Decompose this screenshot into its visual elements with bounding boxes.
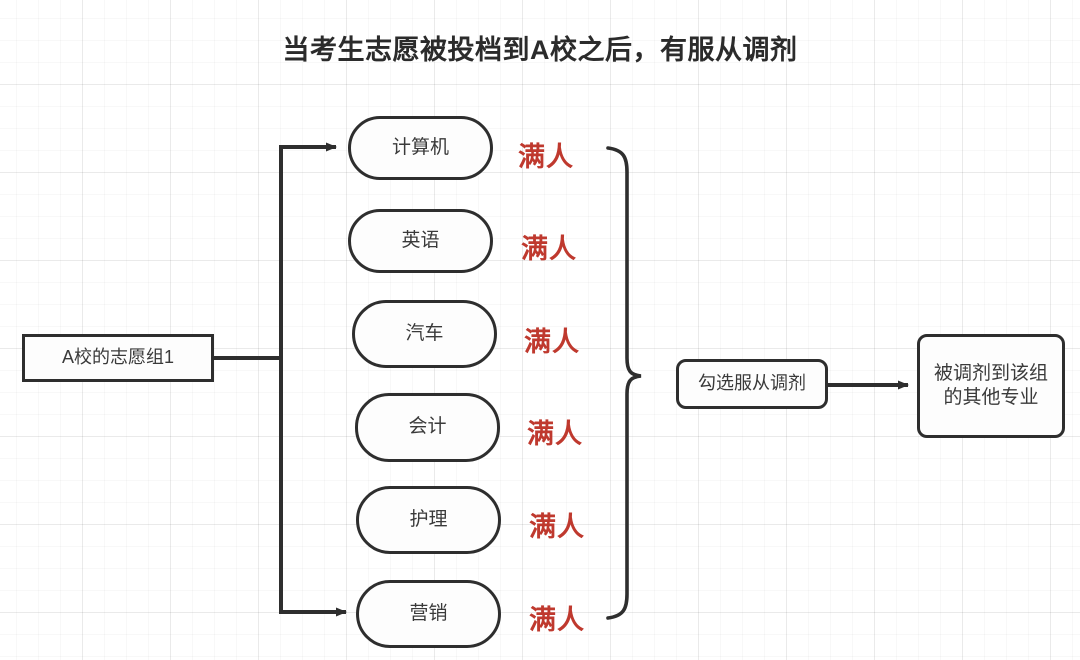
node-major-5[interactable]: 护理 [356,486,501,554]
node-major-1[interactable]: 计算机 [348,116,493,180]
status-badge-major-4: 满人 [527,419,583,449]
page-title: 当考生志愿被投档到A校之后，有服从调剂 [282,35,798,65]
node-major-4[interactable]: 会计 [355,393,500,462]
node-major-3[interactable]: 汽车 [352,300,497,368]
status-badge-major-3: 满人 [524,327,580,357]
node-transferred-result-line1: 被调剂到该组 [933,362,1048,384]
node-major-6[interactable]: 营销 [356,580,501,648]
status-badge-major-6: 满人 [529,605,585,635]
group-brace [606,146,642,620]
node-transferred-result[interactable]: 被调剂到该组 的其他专业 [917,334,1065,438]
node-transferred-result-line2: 的其他专业 [943,387,1039,408]
node-source-group[interactable]: A校的志愿组1 [22,334,214,382]
node-major-2[interactable]: 英语 [348,209,493,273]
status-badge-major-5: 满人 [529,512,585,542]
status-badge-major-2: 满人 [521,234,577,264]
status-badge-major-1: 满人 [518,142,574,172]
node-opt-in-transfer[interactable]: 勾选服从调剂 [676,359,828,409]
